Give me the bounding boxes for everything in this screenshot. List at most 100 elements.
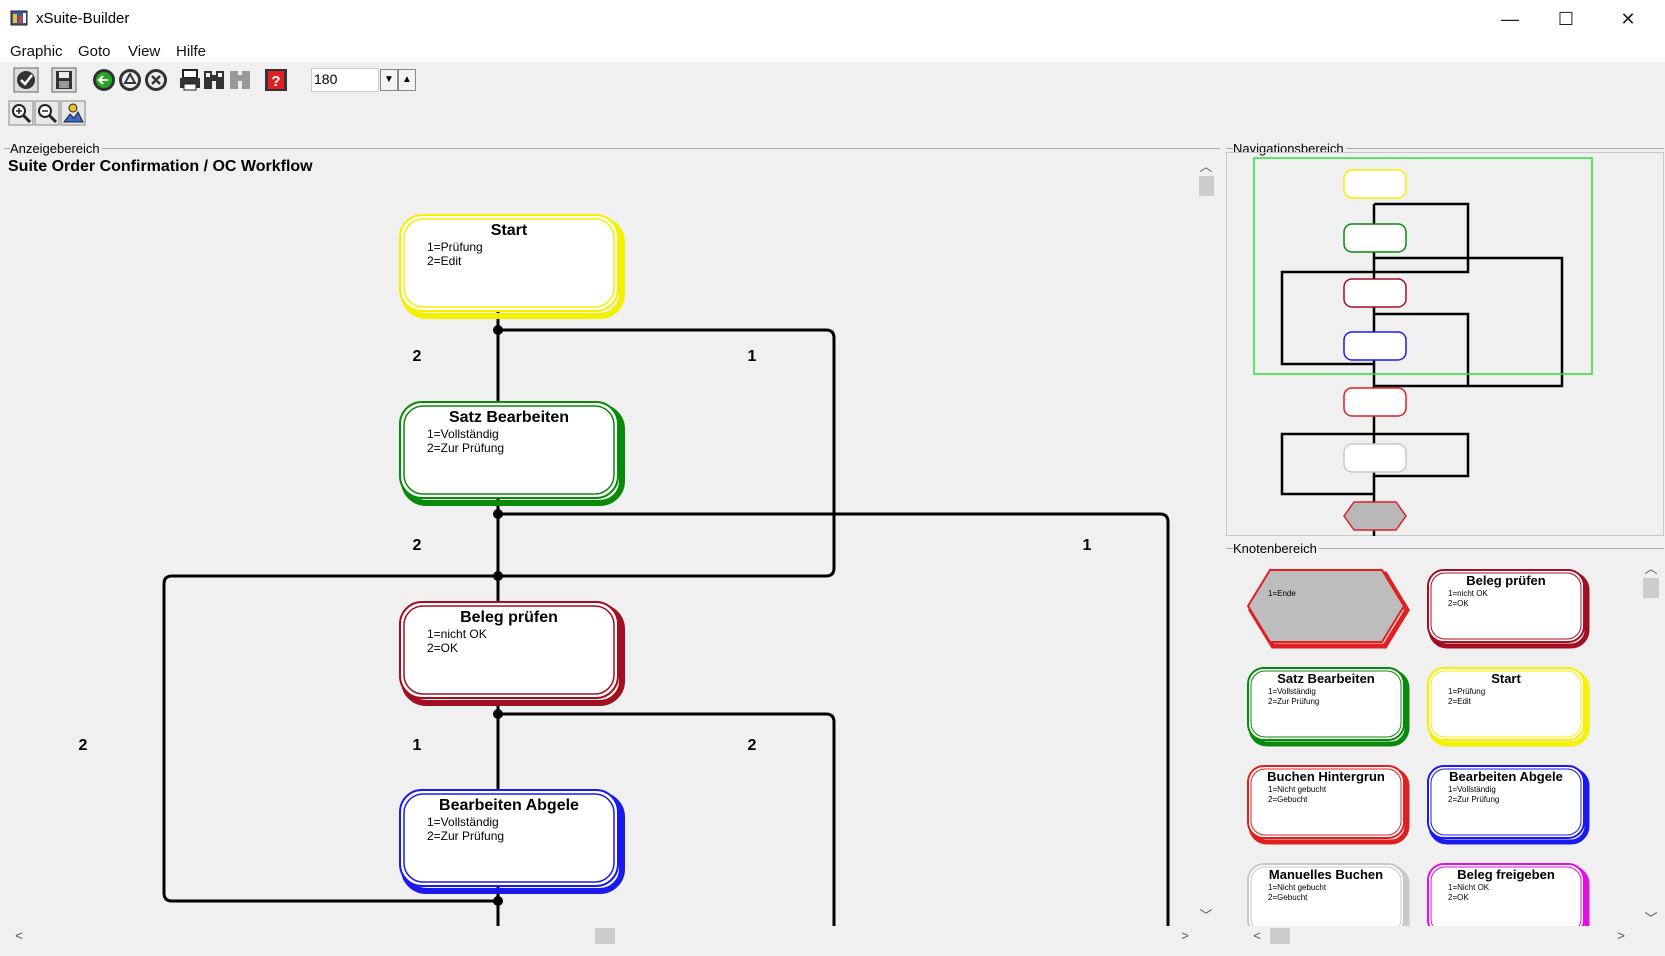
menu-hilfe[interactable]: Hilfe bbox=[176, 43, 207, 60]
edge-label: 1 bbox=[413, 737, 422, 754]
scroll-up-arrow[interactable]: ︿ bbox=[1199, 159, 1213, 174]
palette-vscroll-thumb[interactable] bbox=[1643, 578, 1659, 598]
find-icon[interactable] bbox=[200, 66, 228, 94]
zoom-out-icon[interactable] bbox=[33, 99, 61, 127]
fit-view-icon[interactable] bbox=[59, 99, 87, 127]
node-inner-border bbox=[1430, 572, 1582, 640]
node-line: 1=Vollständig bbox=[427, 427, 499, 441]
palette-node-line: 1=Nicht OK bbox=[1448, 883, 1490, 892]
help-icon[interactable]: ? bbox=[262, 66, 290, 94]
zoom-input[interactable]: 180 bbox=[311, 68, 379, 92]
scroll-left-arrow[interactable]: < bbox=[15, 928, 23, 943]
node-title: Bearbeiten Abgele bbox=[439, 797, 579, 814]
junction-dot bbox=[493, 709, 503, 719]
node-title: Beleg prüfen bbox=[460, 609, 558, 626]
node-border bbox=[399, 401, 619, 499]
display-area-frame bbox=[4, 148, 1220, 149]
zoom-up-button[interactable]: ▲ bbox=[398, 69, 416, 91]
svg-text:?: ? bbox=[271, 73, 280, 90]
cancel-icon[interactable] bbox=[142, 66, 170, 94]
edge-left-loop bbox=[162, 574, 498, 903]
canvas-vscroll-thumb[interactable] bbox=[1199, 176, 1214, 196]
scroll-right-arrow[interactable]: > bbox=[1181, 928, 1189, 943]
zoom-down-button[interactable]: ▼ bbox=[380, 69, 398, 91]
palette-node-line: 2=Zur Prüfung bbox=[1448, 795, 1499, 804]
node-line: 2=Zur Prüfung bbox=[427, 441, 504, 455]
find-next-icon[interactable] bbox=[226, 66, 254, 94]
palette-node-line: 1=Nicht gebucht bbox=[1268, 785, 1327, 794]
minimap-node bbox=[1343, 223, 1407, 253]
edge-label: 2 bbox=[748, 737, 757, 754]
node-inner-border bbox=[403, 218, 615, 308]
node-inner-border bbox=[403, 793, 615, 883]
minimap-node bbox=[1343, 331, 1407, 361]
menu-goto[interactable]: Goto bbox=[78, 43, 111, 60]
palette-node-title: Bearbeiten Abgele bbox=[1449, 769, 1563, 784]
node-border bbox=[1247, 863, 1405, 926]
node-line: 1=Prüfung bbox=[427, 240, 483, 254]
app-icon bbox=[10, 9, 28, 27]
junction-dot bbox=[493, 325, 503, 335]
maximize-button[interactable]: ☐ bbox=[1557, 9, 1575, 29]
close-button[interactable]: ✕ bbox=[1620, 9, 1636, 29]
palette-node-line: 2=OK bbox=[1448, 599, 1469, 608]
canvas-vscrollbar[interactable] bbox=[1196, 155, 1216, 925]
navigation-pane[interactable] bbox=[1226, 152, 1664, 536]
palette-scroll-left-arrow[interactable]: < bbox=[1253, 928, 1261, 943]
edge-start-beleg bbox=[498, 328, 836, 578]
node-inner-border bbox=[1430, 670, 1582, 738]
back-icon[interactable] bbox=[90, 66, 118, 94]
canvas-hscroll-thumb[interactable] bbox=[595, 928, 615, 944]
navigation-minimap[interactable] bbox=[1226, 152, 1664, 536]
minimap-node bbox=[1343, 501, 1407, 531]
palette-node-line: 2=Gebucht bbox=[1268, 795, 1308, 804]
node-inner-border bbox=[1430, 768, 1582, 836]
zoom-in-icon[interactable] bbox=[7, 99, 35, 127]
palette-scroll-up-arrow[interactable]: ︿ bbox=[1644, 561, 1658, 576]
recycle-icon[interactable] bbox=[116, 66, 144, 94]
node-line: 1=nicht OK bbox=[427, 627, 487, 641]
palette-node[interactable]: 1=Ende bbox=[1246, 569, 1410, 649]
minimap-node bbox=[1343, 169, 1407, 199]
palette-node-line: 2=Edit bbox=[1448, 697, 1472, 706]
edge-label: 2 bbox=[413, 537, 422, 554]
node-title: Start bbox=[491, 222, 528, 239]
window-title: xSuite-Builder bbox=[36, 10, 130, 27]
edge-satz-right bbox=[498, 512, 1170, 928]
palette-vscrollbar[interactable] bbox=[1640, 556, 1662, 926]
palette-node-line: 1=nicht OK bbox=[1448, 589, 1488, 598]
menu-graphic[interactable]: Graphic bbox=[10, 43, 63, 60]
menu-view[interactable]: View bbox=[128, 43, 161, 60]
palette-hscrollbar[interactable] bbox=[1246, 926, 1640, 946]
minimize-button[interactable]: — bbox=[1501, 9, 1519, 29]
print-icon[interactable] bbox=[176, 66, 204, 94]
palette-hscroll-thumb[interactable] bbox=[1270, 928, 1290, 944]
palette-node-title: Start bbox=[1491, 671, 1521, 686]
palette-scroll-right-arrow[interactable]: > bbox=[1617, 928, 1625, 943]
node-border bbox=[399, 789, 619, 887]
save-icon[interactable] bbox=[50, 66, 78, 94]
palette-scroll-down-arrow[interactable]: ﹀ bbox=[1644, 911, 1658, 926]
check-icon[interactable] bbox=[12, 66, 40, 94]
node-inner-border bbox=[403, 605, 615, 695]
node-border bbox=[1247, 765, 1405, 839]
scroll-down-arrow[interactable]: ﹀ bbox=[1199, 908, 1213, 923]
node-title: Satz Bearbeiten bbox=[449, 409, 569, 426]
title-bar bbox=[0, 0, 1665, 38]
nav-area-frame bbox=[1226, 148, 1664, 149]
node-inner-border bbox=[1250, 670, 1402, 738]
edge-label: 1 bbox=[1083, 537, 1092, 554]
